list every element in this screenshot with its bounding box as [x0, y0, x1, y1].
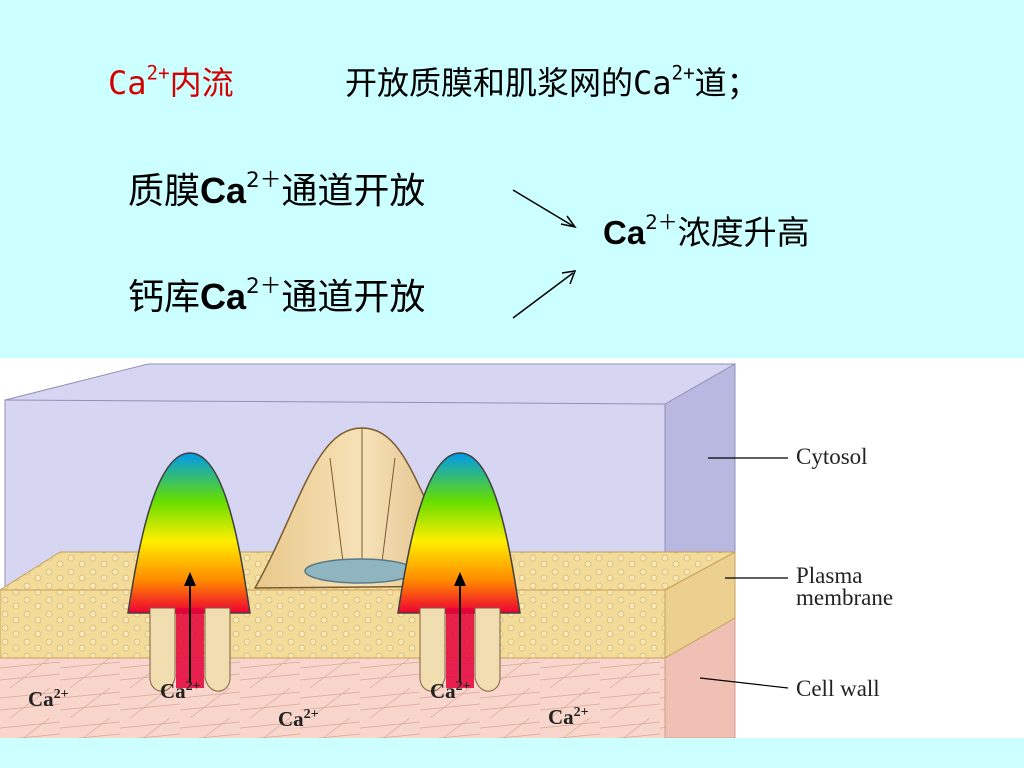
ion-label: Ca2+: [278, 707, 319, 731]
result-suffix: 浓度升高: [677, 213, 810, 252]
membrane-side: [664, 551, 736, 659]
title-left-prefix: Ca: [108, 64, 147, 102]
cause-prefix: 质膜: [128, 171, 201, 212]
label-membrane: membrane: [796, 585, 893, 610]
title-left-suffix: 内流: [169, 64, 234, 102]
result-calcium-rise: Ca2＋浓度升高: [603, 206, 810, 254]
result-ion: Ca: [603, 214, 646, 251]
arrow-head: [560, 215, 577, 229]
left-calcium-channel: [127, 452, 251, 614]
title-channel-description: 开放质膜和肌浆网的Ca2+道；: [345, 58, 759, 104]
title-right-prefix: 开放质膜和肌浆网的Ca: [345, 64, 672, 102]
title-right-suffix: 道；: [694, 64, 759, 102]
pointer-cell-wall: [699, 677, 789, 689]
store-channel-pore: [304, 558, 416, 584]
arrow-head: [561, 270, 577, 285]
ion-label: Ca2+: [430, 679, 471, 703]
right-calcium-channel: [397, 452, 521, 614]
cause-ion: Ca: [200, 276, 247, 317]
cause-prefix: 钙库: [128, 277, 201, 318]
result-sup: 2＋: [645, 211, 678, 235]
ion-label: Ca2+: [160, 679, 201, 703]
cause-suffix: 通道开放: [281, 277, 426, 318]
ion-label: Ca2+: [548, 705, 589, 729]
membrane-front: [0, 589, 666, 659]
label-cell-wall: Cell wall: [796, 676, 880, 701]
arrow-down-right: [512, 189, 574, 227]
label-plasma: Plasma: [796, 563, 862, 588]
ion-label: Ca2+: [28, 687, 69, 711]
calcium-channel-diagram: Cytosol Plasma membrane Cell wall Ca2+ C…: [0, 358, 1024, 738]
title-right-sup: 2+: [671, 61, 695, 85]
title-calcium-influx: Ca2+内流: [108, 58, 234, 104]
title-left-sup: 2+: [146, 61, 170, 85]
arrow-up-right: [512, 272, 574, 319]
cause-ion: Ca: [200, 170, 247, 211]
cause-calcium-store-channel: 钙库Ca2＋通道开放: [128, 272, 478, 358]
cause-sup: 2＋: [246, 167, 282, 193]
label-cytosol: Cytosol: [796, 444, 868, 469]
converging-arrows: [512, 189, 577, 319]
cause-sup: 2＋: [246, 273, 282, 299]
cause-plasma-membrane-channel: 质膜Ca2＋通道开放: [128, 166, 478, 217]
cause-suffix: 通道开放: [281, 171, 426, 212]
